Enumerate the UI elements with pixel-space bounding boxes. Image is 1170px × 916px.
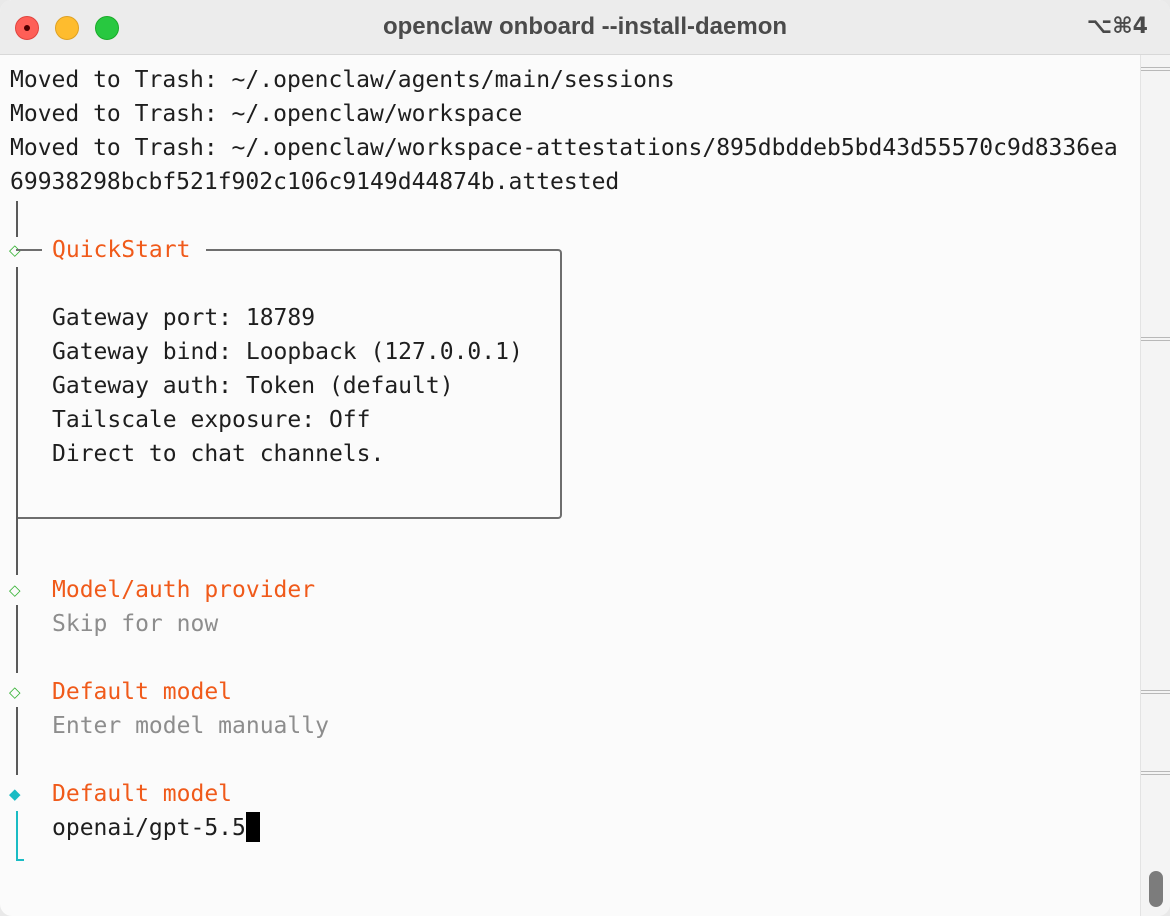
- quickstart-panel: [16, 249, 562, 519]
- trash-line: Moved to Trash: ~/.openclaw/agents/main/…: [10, 67, 675, 93]
- minimize-button[interactable]: [55, 16, 79, 40]
- quickstart-line: Gateway auth: Token (default): [52, 373, 454, 399]
- active-connector-end: [16, 859, 24, 861]
- quickstart-line: Direct to chat channels.: [52, 441, 385, 467]
- tree-connector: [16, 520, 18, 575]
- scrollbar-thumb[interactable]: [1149, 871, 1163, 907]
- zoom-button[interactable]: [95, 16, 119, 40]
- step-value: Skip for now: [52, 611, 219, 637]
- active-connector: [16, 811, 18, 861]
- scroll-mark: [1141, 690, 1170, 694]
- quickstart-line: Tailscale exposure: Off: [52, 407, 371, 433]
- vertical-scrollbar[interactable]: [1140, 55, 1170, 916]
- done-diamond-icon: ◇: [9, 581, 21, 599]
- panel-title-gap: [42, 233, 206, 267]
- trash-line: Moved to Trash: ~/.openclaw/workspace: [10, 101, 523, 127]
- quickstart-line: Gateway bind: Loopback (127.0.0.1): [52, 339, 523, 365]
- quickstart-line: Gateway port: 18789: [52, 305, 316, 331]
- done-diamond-icon: ◇: [9, 241, 21, 259]
- terminal-output[interactable]: Moved to Trash: ~/.openclaw/agents/main/…: [0, 55, 1140, 916]
- close-button[interactable]: [15, 16, 39, 40]
- done-diamond-icon: ◇: [9, 683, 21, 701]
- tree-connector: [16, 201, 18, 237]
- scroll-mark: [1141, 771, 1170, 775]
- tree-connector: [16, 605, 18, 673]
- trash-line: Moved to Trash: ~/.openclaw/workspace-at…: [10, 135, 1118, 161]
- text-cursor: [245, 812, 260, 842]
- tree-connector: [16, 267, 18, 520]
- tree-connector: [16, 707, 18, 775]
- tab-shortcut: ⌥⌘4: [1086, 14, 1148, 39]
- trash-line-continued: 69938298bcbf521f902c106c9149d44874b.atte…: [10, 169, 620, 195]
- active-step-title: Default model: [52, 781, 233, 807]
- active-diamond-icon: ◆: [9, 785, 21, 803]
- model-input[interactable]: openai/gpt-5.5: [52, 811, 260, 845]
- title-bar: openclaw onboard --install-daemon ⌥⌘4: [0, 0, 1170, 55]
- close-icon: [24, 25, 30, 31]
- step-title: Default model: [52, 679, 233, 705]
- window-title: openclaw onboard --install-daemon: [382, 13, 788, 40]
- step-value: Enter model manually: [52, 713, 329, 739]
- scroll-mark: [1141, 67, 1170, 71]
- quickstart-title: QuickStart: [52, 237, 191, 263]
- model-input-value: openai/gpt-5.5: [52, 815, 246, 841]
- scroll-mark: [1141, 337, 1170, 341]
- step-title: Model/auth provider: [52, 577, 316, 603]
